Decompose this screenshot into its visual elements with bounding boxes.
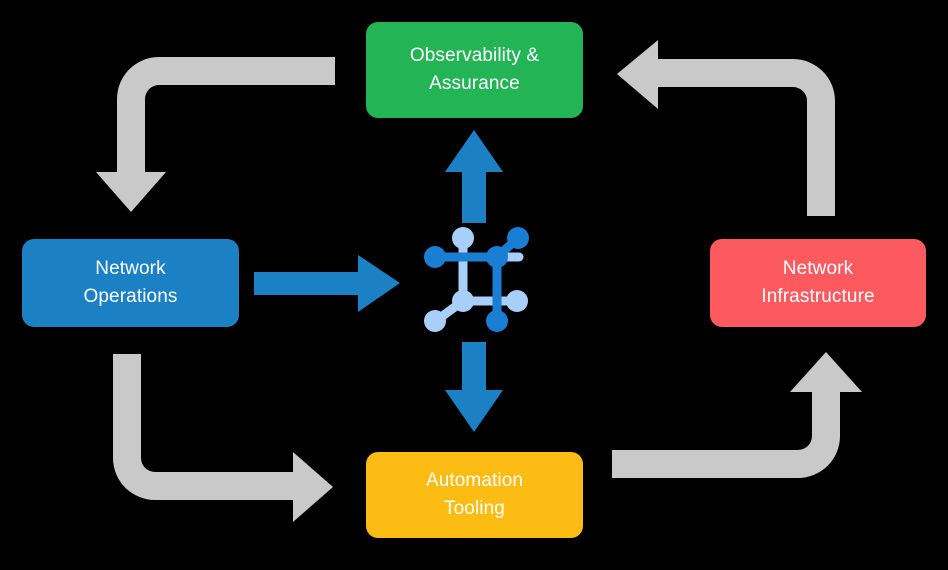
icon-node-bottom-left-light bbox=[424, 310, 446, 332]
icon-node-mid-left bbox=[452, 290, 474, 312]
gray-arrow-observability-to-operations bbox=[96, 57, 335, 212]
icon-node-hub bbox=[486, 246, 508, 268]
blue-arrow-down bbox=[445, 342, 503, 432]
node-automation-tooling[interactable]: Automation Tooling bbox=[366, 452, 583, 538]
icon-node-bottom-dark bbox=[486, 310, 508, 332]
gray-arrow-automation-to-infrastructure bbox=[612, 352, 862, 478]
blue-arrow-right bbox=[254, 255, 400, 312]
blue-arrow-up bbox=[445, 130, 503, 223]
gray-arrow-infrastructure-to-observability bbox=[617, 40, 835, 216]
icon-node-right-light bbox=[506, 290, 528, 312]
gray-arrow-operations-to-automation bbox=[113, 354, 333, 522]
node-network-operations[interactable]: Network Operations bbox=[22, 239, 239, 327]
icon-node-top-light bbox=[452, 227, 474, 249]
icon-node-top-right-dark bbox=[507, 227, 529, 249]
icon-node-left-dark bbox=[424, 246, 446, 268]
node-observability-assurance[interactable]: Observability & Assurance bbox=[366, 22, 583, 118]
network-topology-icon bbox=[424, 227, 529, 332]
node-network-infrastructure[interactable]: Network Infrastructure bbox=[710, 239, 926, 327]
